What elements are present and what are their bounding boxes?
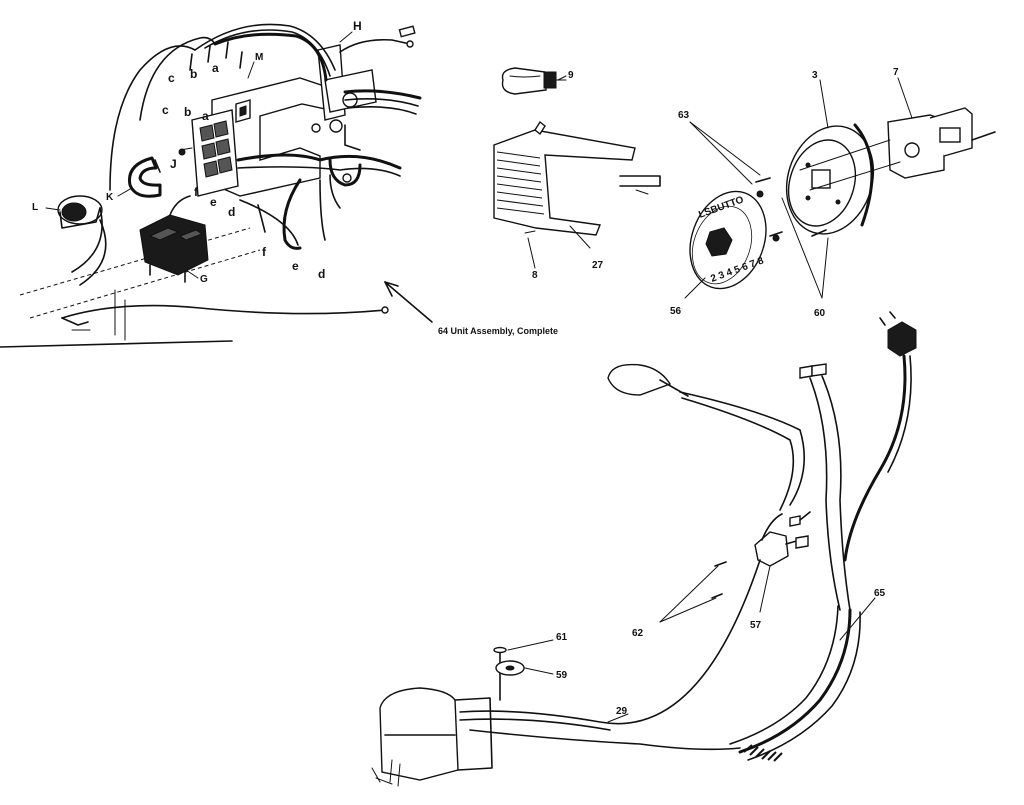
label-27: 27 bbox=[592, 260, 604, 271]
label-J: J bbox=[170, 157, 177, 171]
caption-unit-assembly: 64 Unit Assembly, Complete bbox=[438, 326, 558, 336]
label-L: L bbox=[32, 202, 38, 213]
label-c-top: c bbox=[168, 71, 175, 85]
unit-assembly bbox=[19, 23, 422, 341]
label-60: 60 bbox=[814, 308, 826, 319]
label-f-low: f bbox=[262, 245, 267, 259]
label-62: 62 bbox=[632, 628, 644, 639]
label-M: M bbox=[255, 52, 263, 63]
label-G: G bbox=[200, 274, 208, 285]
dial-assembly: LSBUTTO 2 3 4 5 6 7 8 bbox=[689, 107, 996, 290]
label-b-top: b bbox=[190, 67, 197, 81]
label-d-block: d bbox=[228, 205, 235, 219]
label-c-mid: c bbox=[162, 103, 169, 117]
part-9-bulb bbox=[501, 67, 567, 95]
label-65: 65 bbox=[874, 588, 886, 599]
label-63: 63 bbox=[678, 110, 690, 121]
label-e-low: e bbox=[292, 259, 299, 273]
part-27-shield bbox=[493, 120, 661, 236]
leader-lines bbox=[45, 31, 913, 723]
label-d-low: d bbox=[318, 267, 325, 281]
label-8: 8 bbox=[532, 270, 538, 281]
label-a-top: a bbox=[212, 61, 219, 75]
labels: H M c b a c b a J f e d K L G f e d 9 27… bbox=[32, 19, 899, 717]
label-56: 56 bbox=[670, 306, 682, 317]
label-f-block: f bbox=[194, 185, 199, 199]
label-61: 61 bbox=[556, 632, 568, 643]
label-b-mid: b bbox=[184, 105, 191, 119]
section-divider bbox=[0, 340, 233, 348]
label-57: 57 bbox=[750, 620, 762, 631]
label-59: 59 bbox=[556, 670, 568, 681]
label-H: H bbox=[353, 19, 362, 33]
label-9: 9 bbox=[568, 70, 574, 81]
label-K: K bbox=[106, 192, 114, 203]
label-29: 29 bbox=[616, 706, 628, 717]
label-a-mid: a bbox=[202, 109, 209, 123]
label-e-block: e bbox=[210, 195, 217, 209]
label-3: 3 bbox=[812, 70, 818, 81]
label-7: 7 bbox=[893, 67, 899, 78]
lower-harness bbox=[371, 311, 917, 787]
